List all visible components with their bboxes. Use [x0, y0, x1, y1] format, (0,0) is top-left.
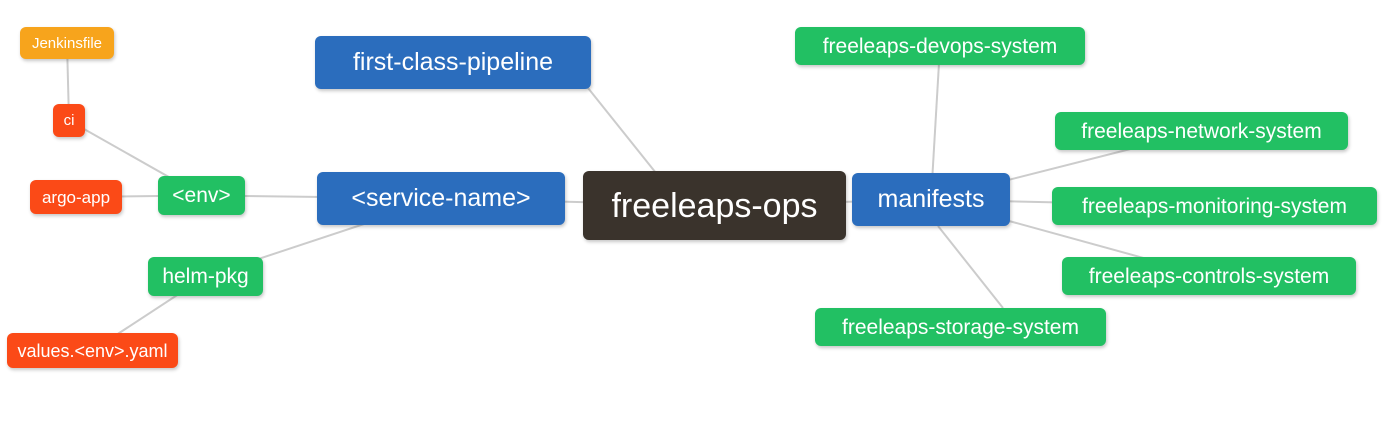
node-helm-pkg[interactable]: helm-pkg — [148, 257, 263, 296]
node-freeleaps-ops[interactable]: freeleaps-ops — [583, 171, 846, 240]
node-freeleaps-controls-system[interactable]: freeleaps-controls-system — [1062, 257, 1356, 295]
node-ci[interactable]: ci — [53, 104, 85, 137]
node-freeleaps-storage-system[interactable]: freeleaps-storage-system — [815, 308, 1106, 346]
node-env[interactable]: <env> — [158, 176, 245, 215]
node-values-env-yaml[interactable]: values.<env>.yaml — [7, 333, 178, 368]
node-freeleaps-devops-system[interactable]: freeleaps-devops-system — [795, 27, 1085, 65]
node-freeleaps-monitoring-system[interactable]: freeleaps-monitoring-system — [1052, 187, 1377, 225]
node-first-class-pipeline[interactable]: first-class-pipeline — [315, 36, 591, 89]
node-argo-app[interactable]: argo-app — [30, 180, 122, 214]
node-jenkinsfile[interactable]: Jenkinsfile — [20, 27, 114, 59]
node-service-name[interactable]: <service-name> — [317, 172, 565, 225]
node-freeleaps-network-system[interactable]: freeleaps-network-system — [1055, 112, 1348, 150]
node-manifests[interactable]: manifests — [852, 173, 1010, 226]
edge-first-class-pipeline-freeleaps-ops — [587, 87, 657, 174]
edge-manifests-freeleaps-storage-system — [937, 225, 1004, 309]
